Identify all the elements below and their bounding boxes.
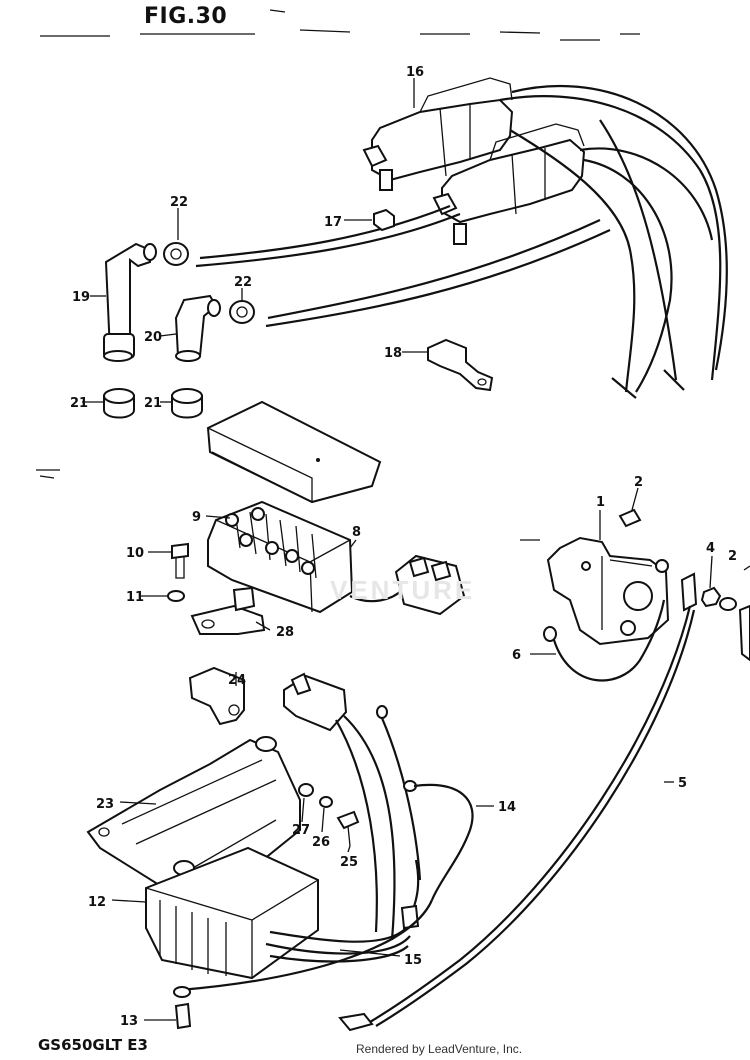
callouts: 16 17 22 22 19 20 18 21 21 9 8 10 11 28 … (70, 65, 737, 1029)
callout-11[interactable]: 11 (126, 590, 144, 605)
adjacent-part-edge (738, 565, 750, 662)
callout-6[interactable]: 6 (512, 648, 521, 663)
ground-lead-14[interactable] (179, 780, 474, 992)
callout-27[interactable]: 27 (292, 823, 310, 838)
cap-21-right[interactable] (171, 388, 203, 419)
harness-15[interactable] (265, 859, 420, 963)
bracket-24[interactable] (188, 666, 245, 726)
callout-18[interactable]: 18 (384, 346, 402, 361)
callout-2[interactable]: 2 (634, 475, 643, 490)
bracket-28[interactable] (190, 586, 266, 635)
footer-credit: Rendered by LeadVenture, Inc. (356, 1042, 523, 1056)
ignition-coil-lower[interactable] (432, 123, 586, 245)
screw-25[interactable] (336, 810, 360, 847)
callout-10[interactable]: 10 (126, 546, 144, 561)
cap-21-left[interactable] (103, 388, 135, 419)
callout-19[interactable]: 19 (72, 290, 90, 305)
callout-2b[interactable]: 2 (728, 549, 737, 564)
screw-2[interactable] (618, 508, 642, 528)
callout-13[interactable]: 13 (120, 1014, 138, 1029)
plug-cap-19[interactable] (103, 242, 151, 362)
nut-17[interactable] (373, 208, 395, 232)
callout-26[interactable]: 26 (312, 835, 330, 850)
callout-24[interactable]: 24 (228, 673, 246, 688)
callout-9[interactable]: 9 (192, 510, 201, 525)
model-code: GS650GLT E3 (38, 1036, 148, 1054)
callout-1[interactable]: 1 (596, 495, 605, 510)
clamp-18[interactable] (427, 338, 494, 392)
callout-15[interactable]: 15 (404, 953, 422, 968)
washer-26[interactable] (319, 796, 333, 808)
callout-23[interactable]: 23 (96, 797, 114, 812)
battery-cable-5[interactable] (338, 572, 698, 1032)
nut-4[interactable] (700, 586, 722, 608)
callout-12[interactable]: 12 (88, 895, 106, 910)
callout-25[interactable]: 25 (340, 855, 358, 870)
seal-22-lower[interactable] (207, 299, 255, 324)
callout-17[interactable]: 17 (324, 215, 342, 230)
screw-13[interactable] (173, 986, 192, 1030)
callout-14[interactable]: 14 (498, 800, 516, 815)
washer-27[interactable] (298, 783, 314, 797)
leader-lines (82, 78, 713, 1021)
callout-22-upper[interactable]: 22 (170, 195, 188, 210)
callout-22-lower[interactable]: 22 (234, 275, 252, 290)
callout-28[interactable]: 28 (276, 625, 294, 640)
callout-21-left[interactable]: 21 (70, 396, 88, 411)
washer-2b[interactable] (719, 597, 737, 611)
regulator-connector[interactable] (283, 672, 422, 941)
ignition-coil-upper[interactable] (362, 77, 514, 191)
watermark: VENTURE (330, 575, 476, 605)
fuse-box-cover[interactable] (206, 400, 382, 504)
lead-wire-6[interactable] (543, 599, 666, 682)
seal-22-upper[interactable] (143, 242, 189, 266)
high-tension-leads (195, 84, 728, 399)
washer-11[interactable] (167, 590, 185, 602)
callout-20[interactable]: 20 (144, 330, 162, 345)
screw-10[interactable] (171, 542, 189, 579)
fuse-box-connector[interactable] (349, 554, 466, 616)
callout-21-right[interactable]: 21 (144, 396, 162, 411)
callout-4[interactable]: 4 (706, 541, 715, 556)
fuse-box-8[interactable] (207, 500, 354, 614)
figure-title: FIG.30 (144, 4, 228, 29)
callout-16[interactable]: 16 (406, 65, 424, 80)
starter-relay[interactable] (546, 536, 670, 646)
scan-artifacts (36, 9, 640, 541)
callout-8[interactable]: 8 (352, 525, 361, 540)
callout-5[interactable]: 5 (678, 776, 687, 791)
